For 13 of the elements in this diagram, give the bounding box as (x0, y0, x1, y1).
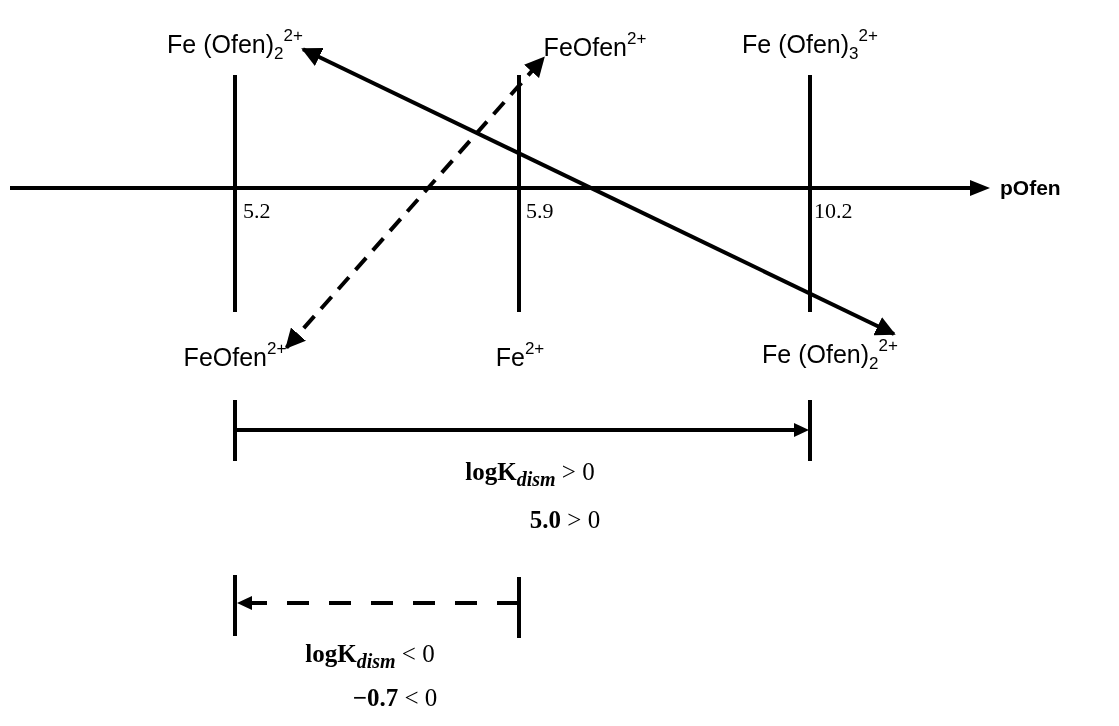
equation-text: logK$_{dism}$ > 0 (465, 458, 595, 491)
tick-value: 5.9 (526, 198, 554, 224)
equation-text: logK$_{dism}$ < 0 (305, 640, 435, 673)
species-label: FeOfen$^{2+}$ (183, 336, 287, 374)
tick-value: 5.2 (243, 198, 271, 224)
species-label: Fe$^{2+}$ (495, 336, 545, 374)
equation-text: −0.7 < 0 (352, 684, 438, 712)
axis-label: pOfen (1000, 176, 1061, 200)
arrow (285, 56, 545, 350)
arrow (301, 47, 896, 336)
equation-text: 5.0 > 0 (529, 506, 601, 534)
tick-value: 10.2 (814, 198, 853, 224)
species-label: FeOfen$^{2+}$ (543, 26, 647, 64)
